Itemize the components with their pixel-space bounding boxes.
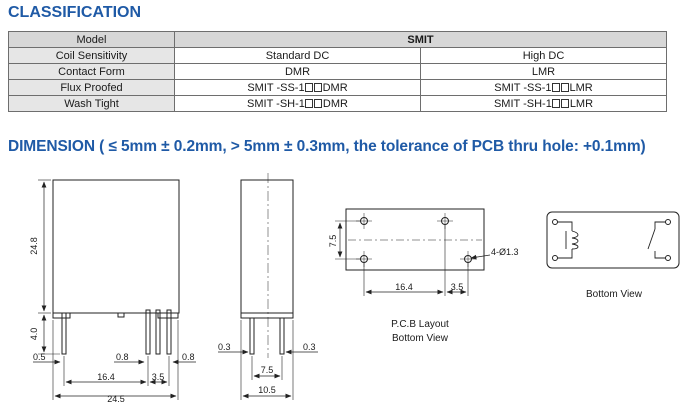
pcb-layout (335, 208, 491, 296)
coil-icon (571, 230, 579, 250)
schematic-bottom-view (546, 211, 680, 269)
dim-pcb-span: 16.4 (395, 282, 413, 292)
part-prefix: SMIT -SH-1 (493, 97, 552, 110)
base-notch (117, 313, 125, 318)
front-view (33, 179, 196, 400)
terminal (552, 219, 558, 225)
terminal (665, 255, 671, 261)
dim-front-pin-gap: 3.5 (152, 372, 165, 382)
part-suffix: LMR (569, 97, 594, 110)
blank-box (552, 82, 561, 92)
dim-front-height: 24.8 (29, 237, 39, 255)
base-tab (157, 313, 179, 319)
side-pin-right (279, 317, 285, 355)
dim-front-pin-width-right: 0.8 (182, 352, 195, 362)
blank-box (561, 98, 570, 108)
dim-front-pin-width-left: 0.5 (33, 352, 46, 362)
terminal (665, 219, 671, 225)
table-cell: SMIT -SH-1 DMR (174, 95, 421, 112)
dim-pcb-gap: 3.5 (451, 282, 464, 292)
model-value: SMIT (174, 31, 667, 48)
relay-body-side (240, 179, 294, 314)
blank-box (305, 98, 314, 108)
pcb-caption-line2: Bottom View (392, 333, 449, 344)
table-cell: SMIT -SS-1 DMR (174, 79, 421, 96)
part-suffix: DMR (322, 97, 348, 110)
relay-body-front (52, 179, 180, 314)
table-header-row: Model SMIT (8, 31, 667, 48)
classification-table: Model SMIT Coil Sensitivity Standard DC … (8, 31, 667, 112)
table-row: Contact Form DMR LMR (8, 63, 667, 80)
table-cell: SMIT -SH-1 LMR (420, 95, 667, 112)
dim-side-width: 10.5 (258, 385, 276, 395)
dim-side-pin-left: 0.3 (218, 342, 231, 352)
row-label: Wash Tight (8, 95, 175, 112)
model-label: Model (8, 31, 175, 48)
pcb-labels: 7.5 4-Ø1.3 16.4 3.5 P.C.B Layout Bottom … (328, 235, 519, 344)
row-label: Flux Proofed (8, 79, 175, 96)
front-view-labels: 24.8 4.0 0.5 0.8 0.8 16.4 3.5 24.5 (29, 237, 195, 404)
side-pin-left (249, 317, 255, 355)
blank-box (314, 82, 323, 92)
pcb-hole (441, 217, 449, 225)
part-prefix: SMIT -SS-1 (494, 81, 552, 94)
row-label: Coil Sensitivity (8, 47, 175, 64)
dim-front-pin-width-mid: 0.8 (116, 352, 129, 362)
pin-4 (166, 309, 172, 355)
schematic-outline (546, 211, 680, 269)
dim-front-pin-length: 4.0 (29, 328, 39, 341)
side-base (240, 313, 294, 319)
dim-side-pin-span: 7.5 (261, 365, 274, 375)
blank-box (561, 82, 570, 92)
pcb-hole (360, 217, 368, 225)
blank-box (314, 98, 323, 108)
blank-box (305, 82, 314, 92)
terminal (552, 255, 558, 261)
dimension-heading: DIMENSION ( ≤ 5mm ± 0.2mm, > 5mm ± 0.3mm… (8, 138, 646, 155)
pcb-caption-line1: P.C.B Layout (391, 319, 449, 330)
pcb-hole (360, 255, 368, 263)
dim-front-width: 24.5 (107, 394, 125, 404)
part-suffix: DMR (322, 81, 348, 94)
classification-heading: CLASSIFICATION (8, 4, 142, 21)
side-view (218, 173, 318, 400)
blank-box (552, 98, 561, 108)
schematic-caption: Bottom View (586, 289, 643, 300)
dim-front-pin-span: 16.4 (97, 372, 115, 382)
pin-1 (61, 312, 67, 355)
part-suffix: LMR (569, 81, 593, 94)
dim-side-pin-right: 0.3 (303, 342, 316, 352)
part-prefix: SMIT -SH-1 (247, 97, 305, 110)
pin-3 (155, 309, 161, 355)
table-row: Flux Proofed SMIT -SS-1 DMR SMIT -SS-1 LMR (8, 79, 667, 96)
part-prefix: SMIT -SS-1 (247, 81, 305, 94)
table-row: Wash Tight SMIT -SH-1 DMR SMIT -SH-1 LMR (8, 95, 667, 112)
dim-pcb-height: 7.5 (328, 235, 338, 248)
pcb-outline (345, 208, 485, 271)
dim-pcb-hole: 4-Ø1.3 (491, 247, 519, 257)
switch-contact-icon (647, 228, 656, 250)
side-view-labels: 0.3 0.3 7.5 10.5 (218, 342, 316, 395)
pin-2 (145, 309, 151, 355)
